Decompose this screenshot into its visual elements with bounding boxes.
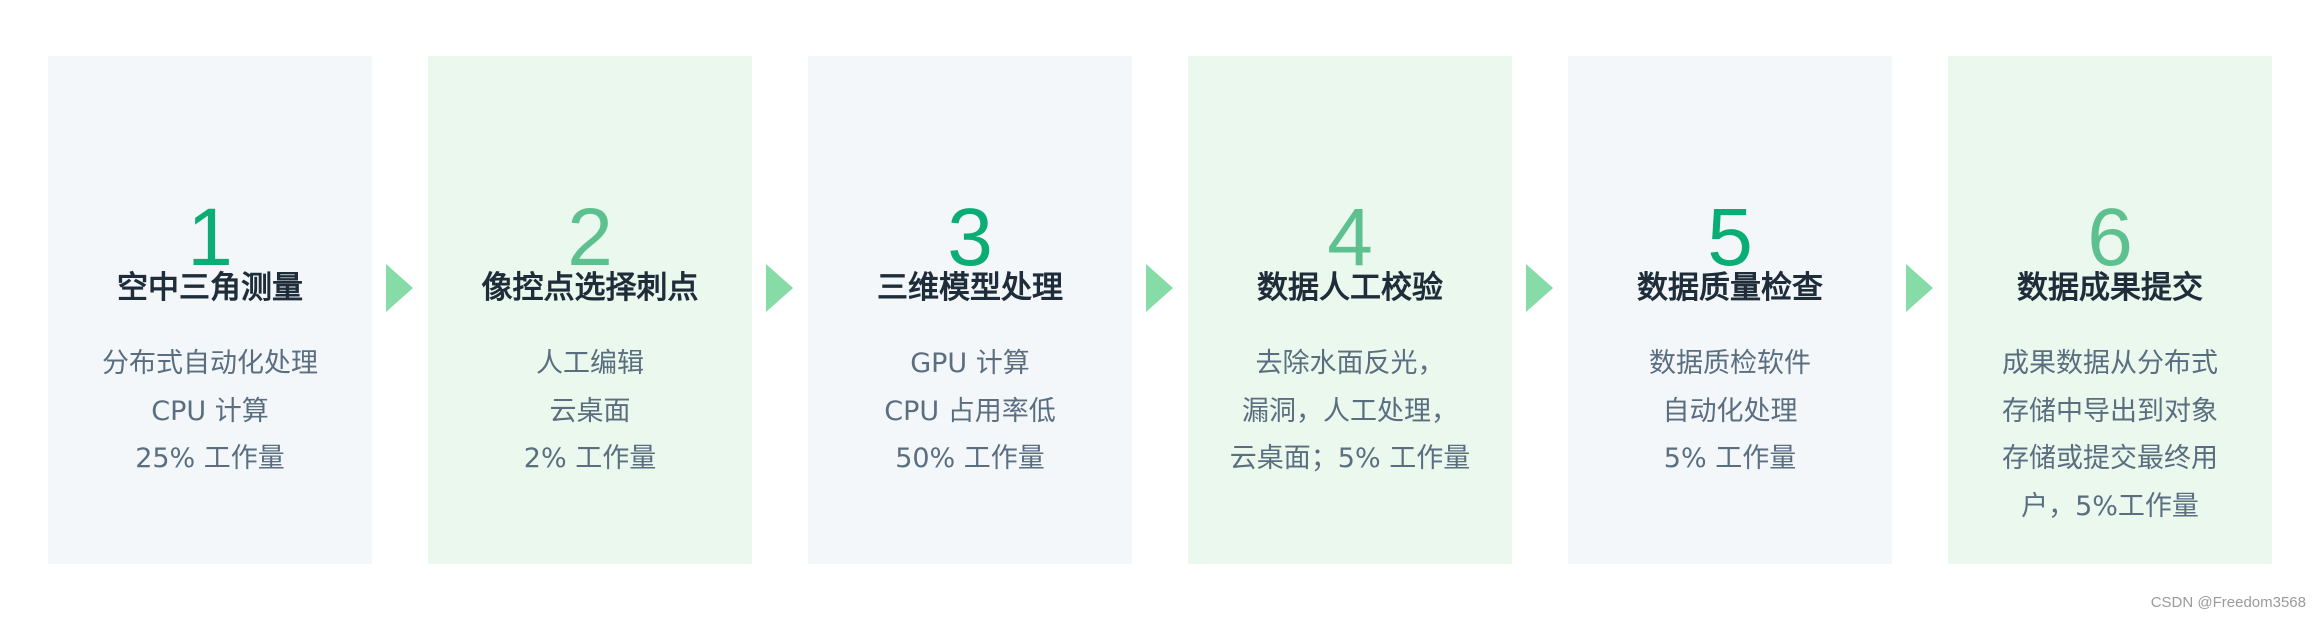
step-number: 3 bbox=[947, 192, 993, 283]
step-title: 数据质量检查 bbox=[1637, 270, 1823, 306]
step-description-line: CPU 计算 bbox=[151, 395, 269, 427]
step-number: 5 bbox=[1707, 192, 1753, 283]
step-description-line: GPU 计算 bbox=[910, 348, 1030, 379]
arrow-right-icon bbox=[1526, 264, 1553, 312]
step-card-5: 5 数据质量检查 数据质检软件 自动化处理 5% 工作量 bbox=[1568, 56, 1892, 564]
step-description-line: 存储中导出到对象 bbox=[2002, 395, 2218, 427]
step-description-line: 50% 工作量 bbox=[895, 443, 1045, 474]
step-description: 人工编辑 云桌面 2% 工作量 bbox=[428, 340, 752, 483]
step-number: 4 bbox=[1327, 192, 1373, 283]
step-description-line: 数据质检软件 bbox=[1649, 348, 1811, 379]
step-card-4: 4 数据人工校验 去除水面反光， 漏洞，人工处理， 云桌面；5% 工作量 bbox=[1188, 56, 1512, 564]
step-description: 数据质检软件 自动化处理 5% 工作量 bbox=[1568, 340, 1892, 483]
watermark: CSDN @Freedom3568 bbox=[2150, 594, 2306, 611]
arrow-right-icon bbox=[386, 264, 413, 312]
step-title: 数据人工校验 bbox=[1257, 270, 1443, 306]
step-title: 像控点选择刺点 bbox=[481, 270, 699, 306]
step-description-line: 成果数据从分布式 bbox=[2002, 348, 2218, 379]
step-description: 分布式自动化处理 CPU 计算 25% 工作量 bbox=[48, 340, 372, 483]
step-description-line: 去除水面反光， bbox=[1255, 348, 1445, 379]
arrow-right-icon bbox=[1146, 264, 1173, 312]
arrow-right-icon bbox=[766, 264, 793, 312]
step-card-1: 1 空中三角测量 分布式自动化处理 CPU 计算 25% 工作量 bbox=[48, 56, 372, 564]
step-description: 成果数据从分布式 存储中导出到对象 存储或提交最终用 户，5%工作量 bbox=[1948, 340, 2272, 530]
step-description-line: 户，5%工作量 bbox=[2021, 490, 2199, 522]
step-card-2: 2 像控点选择刺点 人工编辑 云桌面 2% 工作量 bbox=[428, 56, 752, 564]
step-description-line: 人工编辑 bbox=[536, 348, 644, 379]
step-description-line: 云桌面 bbox=[549, 395, 631, 427]
step-number: 1 bbox=[187, 192, 233, 283]
step-description: GPU 计算 CPU 占用率低 50% 工作量 bbox=[808, 340, 1132, 483]
step-title: 三维模型处理 bbox=[877, 270, 1063, 306]
step-description-line: 5% 工作量 bbox=[1663, 443, 1797, 474]
arrow-right-icon bbox=[1906, 264, 1933, 312]
step-description-line: 漏洞，人工处理， bbox=[1242, 395, 1458, 427]
step-description-line: CPU 占用率低 bbox=[884, 395, 1056, 427]
step-title: 空中三角测量 bbox=[117, 270, 303, 306]
step-number: 6 bbox=[2087, 192, 2133, 283]
step-number: 2 bbox=[567, 192, 613, 283]
step-description-line: 自动化处理 bbox=[1662, 395, 1798, 427]
step-description-line: 25% 工作量 bbox=[135, 443, 285, 474]
step-card-6: 6 数据成果提交 成果数据从分布式 存储中导出到对象 存储或提交最终用 户，5%… bbox=[1948, 56, 2272, 564]
step-description: 去除水面反光， 漏洞，人工处理， 云桌面；5% 工作量 bbox=[1188, 340, 1512, 483]
step-title: 数据成果提交 bbox=[2017, 270, 2203, 306]
step-description-line: 云桌面；5% 工作量 bbox=[1229, 443, 1471, 474]
step-description-line: 存储或提交最终用 bbox=[2002, 443, 2218, 474]
step-description-line: 2% 工作量 bbox=[523, 443, 657, 474]
step-description-line: 分布式自动化处理 bbox=[102, 348, 318, 379]
step-card-3: 3 三维模型处理 GPU 计算 CPU 占用率低 50% 工作量 bbox=[808, 56, 1132, 564]
